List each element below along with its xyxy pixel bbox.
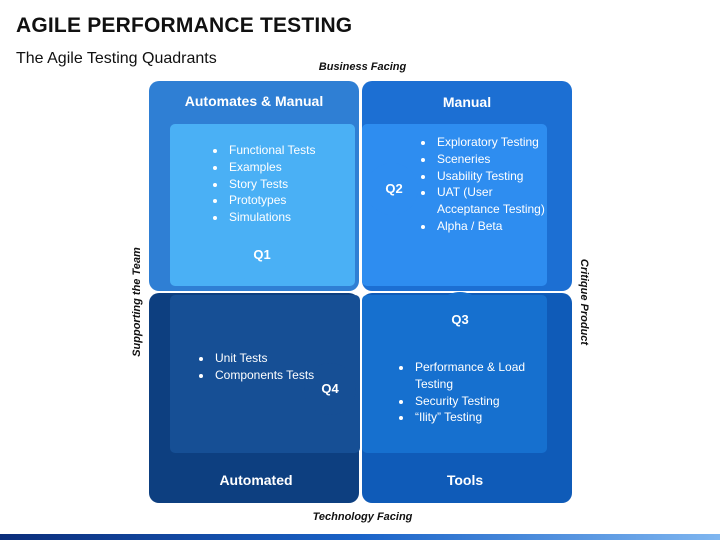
q1-knob: [238, 238, 286, 286]
q3-item-list: Performance & Load Testing Security Test…: [399, 359, 533, 426]
list-item: Prototypes: [227, 192, 357, 209]
q1-item-list: Functional Tests Examples Story Tests Pr…: [213, 142, 357, 226]
list-item: “Ility” Testing: [413, 409, 533, 426]
axis-label-top: Business Facing: [318, 61, 407, 73]
page-subtitle: The Agile Testing Quadrants: [16, 50, 217, 67]
q2-inner-piece: [362, 124, 547, 286]
q3-title: Tools: [446, 472, 484, 488]
axis-label-bottom: Technology Facing: [312, 511, 413, 523]
list-item: Unit Tests: [213, 350, 323, 367]
list-item: Performance & Load Testing: [413, 359, 533, 393]
list-item: Examples: [227, 159, 357, 176]
list-item: Simulations: [227, 209, 357, 226]
list-item: Usability Testing: [435, 168, 553, 185]
q4-badge: Q4: [321, 381, 339, 396]
list-item: Functional Tests: [227, 142, 357, 159]
q4-item-list: Unit Tests Components Tests: [199, 350, 323, 384]
q4-title: Automated: [219, 472, 293, 488]
q2-knob: [366, 163, 418, 215]
q2-title: Manual: [442, 94, 492, 110]
list-item: UAT (User Acceptance Testing): [435, 184, 553, 218]
list-item: Security Testing: [413, 393, 533, 410]
q1-inner-piece: [170, 124, 355, 286]
q3-badge: Q3: [451, 312, 469, 327]
q4-inner-piece: [170, 295, 360, 453]
q2-item-list: Exploratory Testing Sceneries Usability …: [421, 134, 553, 235]
q3-inner-piece: [362, 295, 547, 453]
q4-knob: [304, 363, 356, 415]
list-item: Exploratory Testing: [435, 134, 553, 151]
list-item: Components Tests: [213, 367, 323, 384]
list-item: Sceneries: [435, 151, 553, 168]
q2-badge: Q2: [385, 181, 403, 196]
q1-title: Automates & Manual: [184, 93, 324, 109]
list-item: Alpha / Beta: [435, 218, 553, 235]
list-item: Story Tests: [227, 176, 357, 193]
bottom-accent-bar: [0, 534, 720, 540]
page-title: AGILE PERFORMANCE TESTING: [16, 14, 353, 37]
q1-badge: Q1: [253, 247, 271, 262]
q3-knob: [434, 292, 486, 344]
